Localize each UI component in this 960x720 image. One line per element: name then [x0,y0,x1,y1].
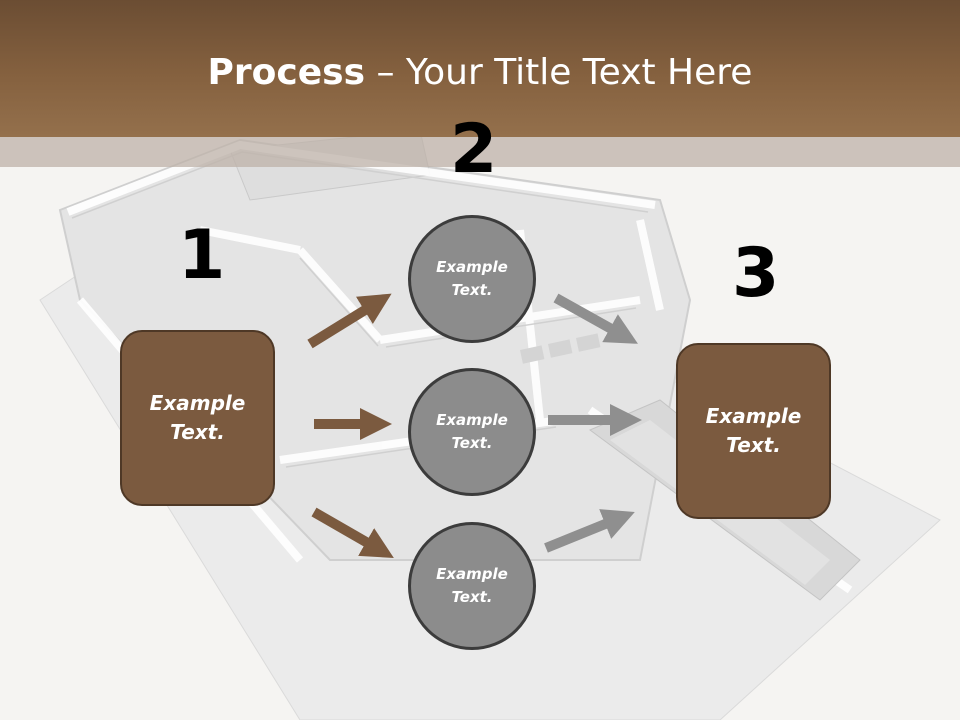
header-bar [0,0,960,137]
step-3-line-1: Example [705,404,802,428]
step-number-2: 2 [450,110,498,189]
step-1-line-2: Text. [170,420,225,444]
step-1-line-1: Example [149,391,246,415]
step-number-3: 3 [732,234,780,313]
circle-middle-line-1: Example [436,411,508,429]
arrow-to-circle-bottom [311,507,394,558]
circle-middle-line-2: Text. [451,434,493,452]
title-bold: Process [207,52,366,93]
circle-top-line-2: Text. [451,281,493,299]
step-3-line-2: Text. [726,433,781,457]
slide-title: Process – Your Title Text Here [0,52,960,93]
step-number-1: 1 [178,216,226,295]
title-rest: – Your Title Text Here [365,52,753,93]
arrow-from-circle-top [553,293,638,344]
header-band [0,137,960,167]
circle-bottom-line-1: Example [436,565,508,583]
circle-top-line-1: Example [436,258,508,276]
arrow-to-circle-top [307,293,392,349]
arrow-from-circle-bottom [544,509,635,553]
circle-bottom-line-2: Text. [451,588,493,606]
